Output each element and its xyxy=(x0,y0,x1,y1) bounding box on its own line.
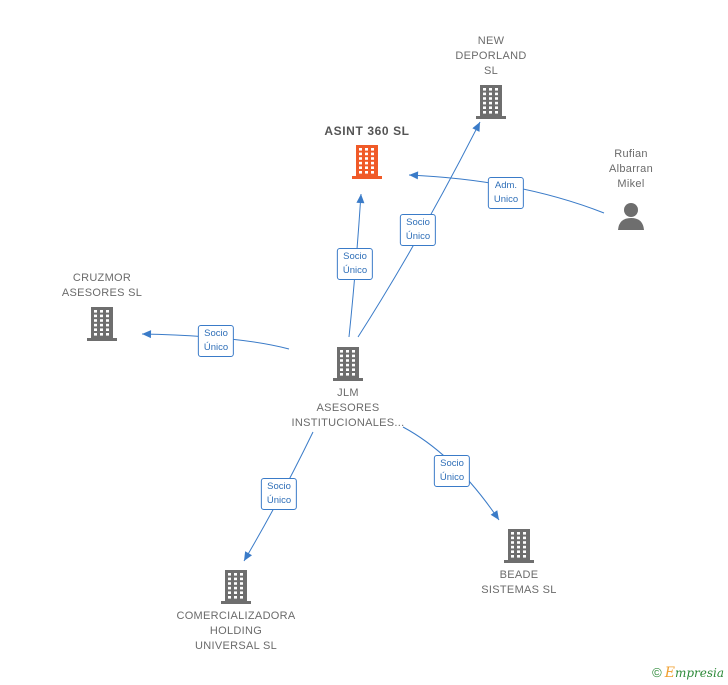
arrowhead-icon xyxy=(409,171,419,180)
edge-label-line: Único xyxy=(342,265,368,276)
node-label-beade[interactable]: BEADE SISTEMAS SL xyxy=(481,568,556,598)
edge-label-line: Único xyxy=(405,231,431,242)
edge-label-line: Socio xyxy=(204,328,228,339)
arrowhead-icon xyxy=(356,194,365,204)
node-label-line: BEADE xyxy=(499,569,539,581)
node-label-line: ASINT 360 SL xyxy=(324,124,410,138)
node-icon-comercializadora[interactable] xyxy=(219,569,253,610)
node-icon-asint[interactable] xyxy=(350,144,384,185)
node-label-line: UNIVERSAL SL xyxy=(194,640,278,652)
node-label-line: Mikel xyxy=(617,178,645,190)
node-label-line: Rufian xyxy=(614,148,648,160)
edge-label-line: Adm. xyxy=(494,180,518,191)
edge-label-line: Socio xyxy=(440,458,464,469)
node-label-line: HOLDING xyxy=(209,625,263,637)
node-icon-newdeporland[interactable] xyxy=(474,84,508,125)
node-label-line: COMERCIALIZADORA xyxy=(176,610,296,622)
node-label-line: Albarran xyxy=(609,163,653,175)
building-icon xyxy=(333,347,363,381)
building-icon xyxy=(504,529,534,563)
node-label-jlm[interactable]: JLM ASESORES INSTITUCIONALES... xyxy=(292,386,405,431)
node-label-comercializadora[interactable]: COMERCIALIZADORA HOLDING UNIVERSAL SL xyxy=(176,609,295,654)
building-icon xyxy=(87,307,117,341)
node-label-line: SISTEMAS SL xyxy=(481,584,557,596)
edge-label-rufian-asint[interactable]: Adm. Unico xyxy=(487,177,525,209)
arrowhead-icon xyxy=(142,330,152,339)
edge-label-line: Socio xyxy=(406,217,430,228)
node-icon-cruzmor[interactable] xyxy=(85,306,119,347)
edge-label-line: Unico xyxy=(493,194,519,205)
node-label-cruzmor[interactable]: CRUZMOR ASESORES SL xyxy=(62,271,142,301)
node-icon-beade[interactable] xyxy=(502,528,536,569)
node-icon-rufian[interactable] xyxy=(616,201,646,236)
node-label-line: ASESORES SL xyxy=(61,287,143,299)
edge-label-line: Único xyxy=(266,495,292,506)
edge-label-line: Socio xyxy=(267,481,291,492)
brand-name: mpresia xyxy=(674,666,724,680)
copyright-symbol: © xyxy=(652,665,662,680)
building-icon xyxy=(221,570,251,604)
node-label-line: INSTITUCIONALES... xyxy=(291,417,405,429)
arrowhead-icon xyxy=(490,510,499,520)
node-label-line: ASESORES xyxy=(316,402,380,414)
node-label-line: JLM xyxy=(337,387,359,399)
building-icon-highlighted xyxy=(352,145,382,179)
node-label-line: CRUZMOR xyxy=(72,272,132,284)
brand-initial: E xyxy=(664,665,675,681)
arrowhead-icon xyxy=(244,551,253,561)
empresia-watermark[interactable]: ©Empresia xyxy=(652,665,724,681)
node-icon-jlm[interactable] xyxy=(331,346,365,387)
node-label-line: DEPORLAND xyxy=(455,50,527,62)
arrowhead-icon xyxy=(472,122,480,132)
edge-label-line: Único xyxy=(439,472,465,483)
node-label-line: SL xyxy=(483,65,499,77)
node-label-asint[interactable]: ASINT 360 SL xyxy=(324,124,409,139)
building-icon xyxy=(476,85,506,119)
edge-label-line: Único xyxy=(203,342,229,353)
edge-label-line: Socio xyxy=(343,251,367,262)
node-label-line: NEW xyxy=(477,35,505,47)
person-icon xyxy=(618,203,644,230)
node-label-newdeporland[interactable]: NEW DEPORLAND SL xyxy=(455,34,526,79)
